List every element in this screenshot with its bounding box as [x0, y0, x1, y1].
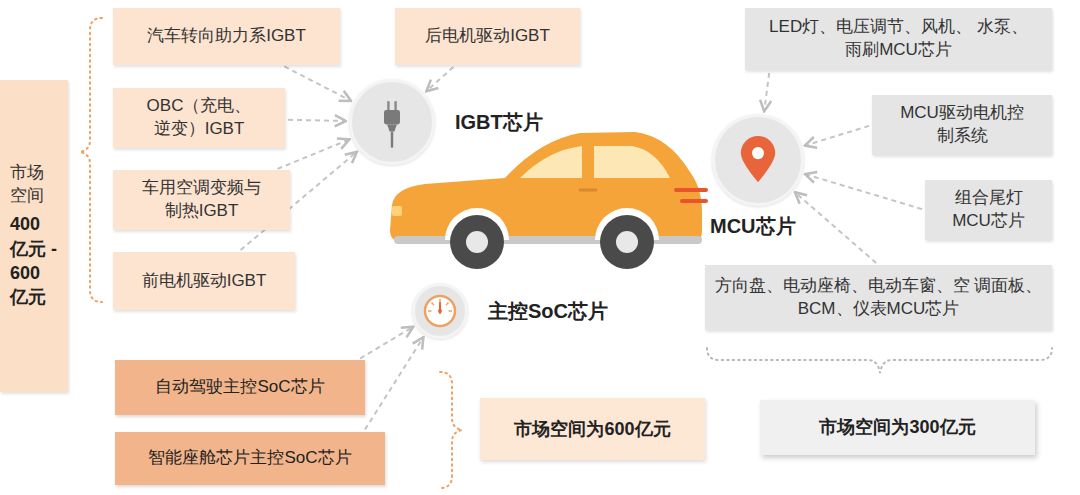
text-box: 组合尾灯 MCU芯片: [925, 180, 1052, 240]
dashed-arrow: [805, 126, 869, 146]
text-box: LED灯、电压调节、风机、 水泵、雨刷MCU芯片: [745, 8, 1052, 70]
dashed-arrow: [795, 192, 876, 263]
market-box: 市场 空间400 亿元 - 600 亿元: [0, 80, 68, 392]
chip-circle: IGBT芯片: [349, 79, 435, 165]
box-text: 方向盘、电动座椅、电动车窗、空 调面板、BCM、仪表MCU芯片: [713, 275, 1044, 321]
chip-circle: 主控SoC芯片: [412, 283, 468, 339]
box-text: 自动驾驶主控SoC芯片: [155, 376, 324, 399]
box-text: 车用空调变频与 制热IGBT: [121, 177, 282, 223]
dashed-arrow: [764, 73, 769, 111]
chip-circle: MCU芯片: [712, 114, 804, 206]
text-box: 前电机驱动IGBT: [113, 252, 295, 310]
text-box: OBC（充电、 逆变）IGBT: [113, 88, 285, 148]
box-text: 前电机驱动IGBT: [142, 270, 267, 293]
text-box: 自动驾驶主控SoC芯片: [115, 360, 365, 415]
dashed-arrow: [365, 337, 423, 429]
text-box: 智能座舱芯片主控SoC芯片: [115, 432, 385, 485]
dashed-arrow: [288, 120, 346, 121]
box-text: MCU驱动电机控 制系统: [880, 102, 1044, 148]
chip-icon: [352, 82, 432, 162]
box-text: 智能座舱芯片主控SoC芯片: [148, 447, 351, 470]
box-text: LED灯、电压调节、风机、 水泵、雨刷MCU芯片: [753, 16, 1044, 62]
box-text: 组合尾灯 MCU芯片: [933, 187, 1044, 233]
bracket: [440, 372, 462, 488]
bracket: [80, 18, 102, 302]
box-text: 汽车转向助力系IGBT: [147, 25, 306, 48]
text-box: 车用空调变频与 制热IGBT: [113, 170, 290, 230]
dashed-arrow: [284, 66, 351, 101]
text-box: 市场空间为300亿元: [760, 400, 1035, 455]
box-text: 后电机驱动IGBT: [425, 25, 550, 48]
dashed-arrow: [360, 327, 413, 359]
box-text: OBC（充电、 逆变）IGBT: [121, 95, 277, 141]
box-text: 市场空间为600亿元: [514, 417, 670, 441]
car: [390, 132, 706, 269]
dashed-arrow: [278, 139, 350, 169]
text-box: 后电机驱动IGBT: [395, 8, 580, 65]
dashed-arrow: [805, 174, 922, 209]
dashed-arrow: [426, 67, 453, 91]
box-text: 市场空间为300亿元: [819, 415, 975, 439]
chip-label: 主控SoC芯片: [485, 298, 611, 324]
text-box: MCU驱动电机控 制系统: [872, 95, 1052, 155]
chip-label: IGBT芯片: [452, 109, 546, 135]
text-box: 市场空间为600亿元: [480, 398, 705, 460]
chip-icon: [715, 117, 801, 203]
box-text: 市场 空间: [10, 162, 58, 208]
text-box: 汽车转向助力系IGBT: [113, 8, 340, 65]
bracket: [707, 348, 1052, 373]
text-box: 方向盘、电动座椅、电动车窗、空 调面板、BCM、仪表MCU芯片: [705, 265, 1052, 330]
box-text: 400 亿元 - 600 亿元: [10, 212, 58, 309]
chip-icon: [415, 286, 465, 336]
chip-label: MCU芯片: [707, 213, 799, 239]
